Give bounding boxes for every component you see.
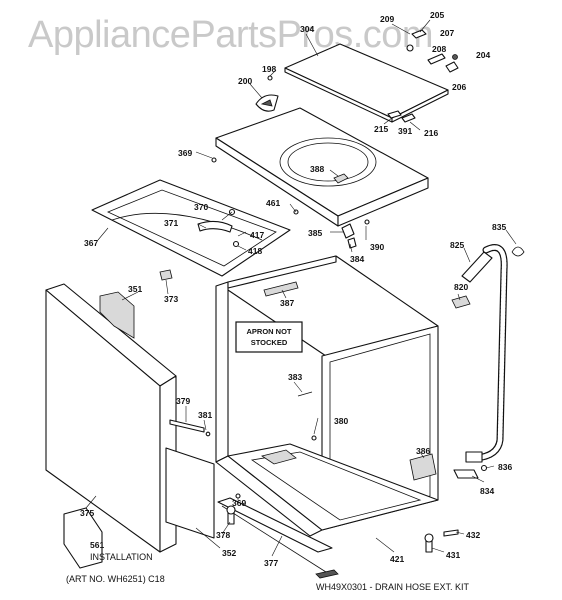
label-384: 384 — [350, 254, 364, 264]
cabinet-screw-380[interactable] — [311, 435, 317, 441]
cabinet-part[interactable] — [215, 255, 439, 537]
leveling-leg-378[interactable] — [226, 505, 236, 525]
label-381: 381 — [198, 410, 212, 420]
lid-screw-198[interactable] — [267, 75, 273, 81]
label-369-top: 369 — [178, 148, 192, 158]
cabinet-screw-383[interactable] — [297, 391, 313, 397]
label-421: 421 — [390, 554, 404, 564]
hose-clip-432[interactable] — [443, 529, 459, 537]
label-216: 216 — [424, 128, 438, 138]
cabinet-trim-387[interactable] — [263, 281, 299, 297]
label-379: 379 — [176, 396, 190, 406]
label-431: 431 — [446, 550, 460, 560]
label-304: 304 — [300, 24, 314, 34]
label-369-front: 369 — [232, 498, 246, 508]
label-205: 205 — [430, 10, 444, 20]
label-417: 417 — [250, 230, 264, 240]
top-cover-part[interactable] — [215, 107, 429, 227]
lid-switch-parts[interactable] — [387, 110, 416, 123]
label-373: 373 — [164, 294, 178, 304]
label-215: 215 — [374, 124, 388, 134]
label-375: 375 — [80, 508, 94, 518]
rear-leg-431[interactable] — [424, 533, 434, 553]
label-198: 198 — [262, 64, 276, 74]
lid-handle-part[interactable] — [255, 94, 279, 112]
label-206: 206 — [452, 82, 466, 92]
watermark: AppliancePartsPros.com — [28, 14, 434, 56]
label-836: 836 — [498, 462, 512, 472]
hose-connector-834[interactable] — [453, 464, 488, 479]
label-391: 391 — [398, 126, 412, 136]
screw-369-top[interactable] — [211, 157, 217, 163]
label-351: 351 — [128, 284, 142, 294]
drain-hose-kit-caption: WH49X0301 - DRAIN HOSE EXT. KIT — [316, 582, 470, 592]
strip-379[interactable] — [169, 419, 205, 433]
label-386: 386 — [416, 446, 430, 456]
label-834: 834 — [480, 486, 494, 496]
label-388: 388 — [310, 164, 324, 174]
label-418: 418 — [248, 246, 262, 256]
suspension-frame-part[interactable] — [91, 179, 299, 277]
callout-labels: 304 209 205 207 208 204 206 198 200 215 … — [80, 10, 512, 568]
lid-part[interactable] — [284, 43, 449, 123]
label-200: 200 — [238, 76, 252, 86]
art-number-caption: (ART NO. WH6251) C18 — [66, 574, 165, 584]
front-panel-part[interactable] — [45, 283, 177, 553]
toe-panel-352[interactable] — [165, 447, 215, 539]
label-207: 207 — [440, 28, 454, 38]
label-209: 209 — [380, 14, 394, 24]
leader-lines — [85, 19, 517, 557]
label-820: 820 — [454, 282, 468, 292]
label-385: 385 — [308, 228, 322, 238]
label-378: 378 — [216, 530, 230, 540]
hinge-bracket-parts[interactable] — [341, 219, 370, 249]
label-352: 352 — [222, 548, 236, 558]
installation-caption: INSTALLATION — [90, 552, 153, 562]
apron-note-line2: STOCKED — [251, 338, 288, 347]
apron-note-line1: APRON NOT — [247, 327, 292, 336]
label-390: 390 — [370, 242, 384, 252]
label-561: 561 — [90, 540, 104, 550]
label-825: 825 — [450, 240, 464, 250]
base-foot-377[interactable] — [315, 569, 339, 579]
hose-clamp-835[interactable] — [511, 246, 525, 257]
label-208: 208 — [432, 44, 446, 54]
label-377: 377 — [264, 558, 278, 568]
label-380: 380 — [334, 416, 348, 426]
apron-note: APRON NOT STOCKED — [235, 321, 303, 353]
clip-373[interactable] — [159, 269, 173, 281]
label-367: 367 — [84, 238, 98, 248]
drain-hose-825[interactable] — [461, 244, 508, 463]
lid-hinge-parts[interactable] — [406, 29, 459, 73]
label-387: 387 — [280, 298, 294, 308]
label-371: 371 — [164, 218, 178, 228]
label-461: 461 — [266, 198, 280, 208]
pump-cover-386[interactable] — [409, 453, 437, 481]
label-432: 432 — [466, 530, 480, 540]
label-835: 835 — [492, 222, 506, 232]
base-strip-377[interactable] — [217, 497, 333, 553]
label-370: 370 — [194, 202, 208, 212]
hose-clip-820[interactable] — [451, 295, 471, 309]
label-383: 383 — [288, 372, 302, 382]
screw-381[interactable] — [205, 431, 211, 437]
label-204: 204 — [476, 50, 490, 60]
liner-351[interactable] — [99, 291, 135, 339]
